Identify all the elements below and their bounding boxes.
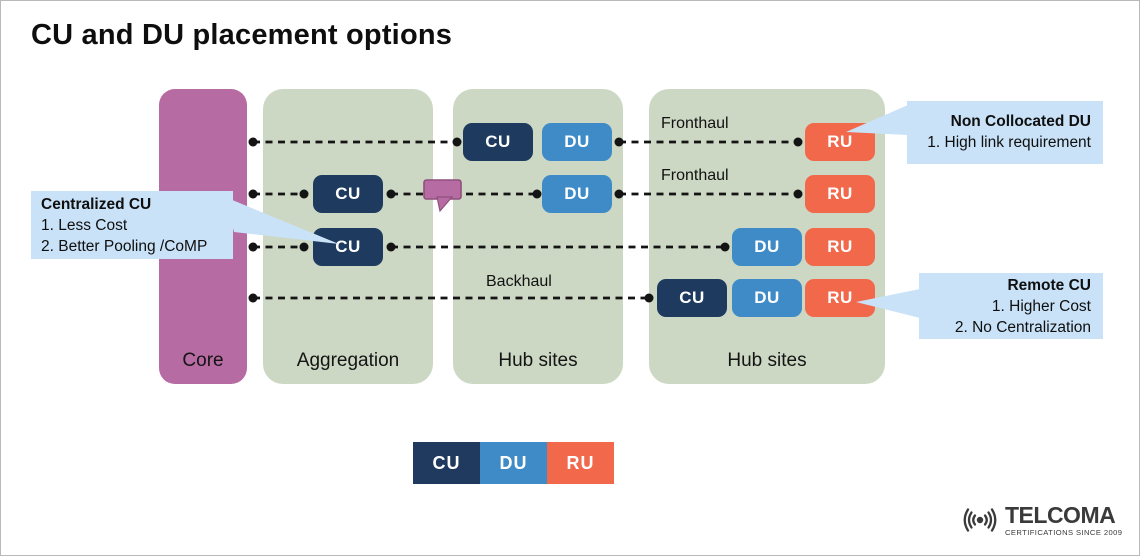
- callout-centralized-cu: Centralized CU 1. Less Cost 2. Better Po…: [31, 191, 233, 259]
- unit-cu-row3: CU: [313, 228, 383, 266]
- unit-du-row2: DU: [542, 175, 612, 213]
- callout-non-collocated-du-title: Non Collocated DU: [950, 113, 1091, 130]
- callout-non-collocated-du: Non Collocated DU 1. High link requireme…: [907, 101, 1103, 164]
- unit-du-row4: DU: [732, 279, 802, 317]
- callout-centralized-cu-title: Centralized CU: [41, 196, 152, 213]
- unit-cu-row1: CU: [463, 123, 533, 161]
- callout-remote-cu-title: Remote CU: [1007, 277, 1091, 294]
- legend-du: DU: [480, 442, 547, 484]
- radio-waves-icon: [963, 508, 997, 532]
- legend-cu: CU: [413, 442, 480, 484]
- lane-hub-sites-1-label: Hub sites: [498, 350, 578, 371]
- link-label-fronthaul-1: Fronthaul: [661, 115, 729, 132]
- callout-remote-cu: Remote CU 1. Higher Cost 2. No Centraliz…: [919, 273, 1103, 339]
- page-title: CU and DU placement options: [31, 19, 453, 51]
- callout-non-collocated-du-line1: 1. High link requirement: [927, 134, 1091, 151]
- callout-remote-cu-line2: 2. No Centralization: [954, 319, 1091, 336]
- unit-cu-row2: CU: [313, 175, 383, 213]
- callout-remote-cu-line1: 1. Higher Cost: [991, 298, 1091, 315]
- logo-brand-text: TELCOMA: [1005, 502, 1116, 528]
- link-label-fronthaul-2: Fronthaul: [661, 167, 729, 184]
- telcoma-logo: TELCOMA CERTIFICATIONS SINCE 2009: [959, 503, 1122, 537]
- logo-tagline: CERTIFICATIONS SINCE 2009: [1005, 528, 1123, 537]
- lane-core-label: Core: [182, 350, 224, 371]
- link-label-backhaul: Backhaul: [486, 273, 552, 290]
- unit-ru-row4: RU: [805, 279, 875, 317]
- callout-centralized-cu-line2: 2. Better Pooling /CoMP: [41, 238, 208, 255]
- speech-bubble-icon: [423, 179, 462, 213]
- unit-du-row1: DU: [542, 123, 612, 161]
- unit-cu-row4: CU: [657, 279, 727, 317]
- unit-ru-row3: RU: [805, 228, 875, 266]
- lane-aggregation-label: Aggregation: [296, 350, 400, 371]
- unit-ru-row2: RU: [805, 175, 875, 213]
- callout-centralized-cu-line1: 1. Less Cost: [41, 217, 128, 234]
- unit-du-row3: DU: [732, 228, 802, 266]
- legend: CU DU RU: [413, 442, 614, 484]
- legend-ru: RU: [547, 442, 614, 484]
- lane-hub-sites-2-label: Hub sites: [727, 350, 807, 371]
